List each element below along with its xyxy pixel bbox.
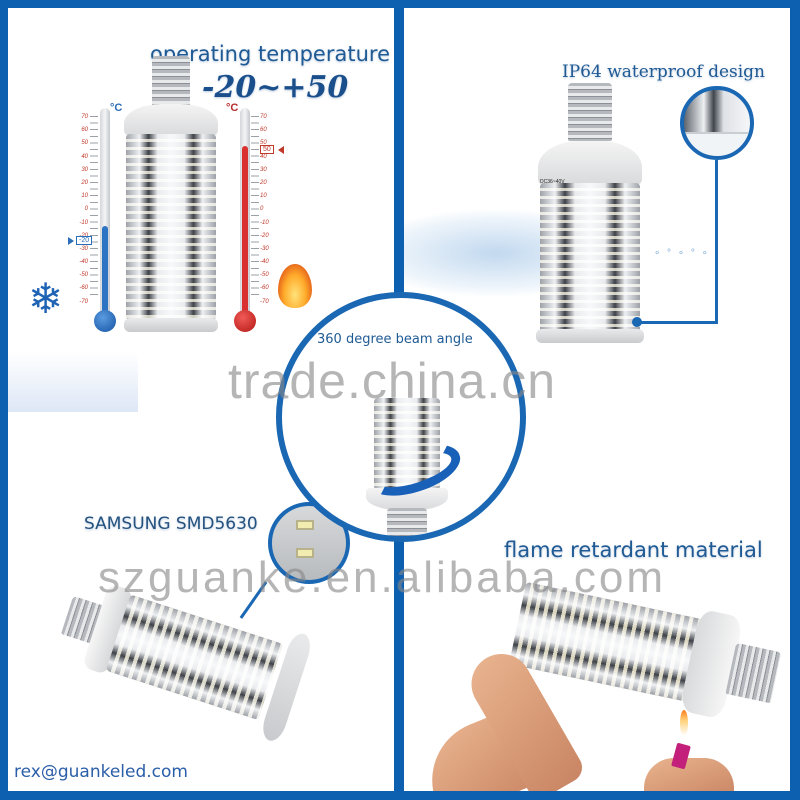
contact-email[interactable]: rex@guankeled.com bbox=[14, 762, 188, 782]
watermark-trade-china: trade.china.cn bbox=[228, 353, 557, 409]
corn-lamp-image bbox=[116, 56, 226, 342]
waterproof-title: IP64 waterproof design bbox=[562, 62, 766, 82]
thermometer-hot bbox=[234, 108, 256, 332]
blur-strip bbox=[8, 352, 138, 412]
callout-line bbox=[715, 160, 718, 324]
detail-zoom-circle bbox=[680, 86, 754, 160]
pointer-arrow-icon bbox=[68, 237, 74, 245]
fire-icon bbox=[278, 264, 312, 308]
temperature-range: -20~+50 bbox=[202, 70, 349, 105]
smd-title: SAMSUNG SMD5630 bbox=[84, 514, 258, 534]
lighter-flame bbox=[680, 710, 688, 736]
hot-marker: 50 bbox=[260, 145, 274, 154]
pointer-arrow-icon bbox=[278, 146, 284, 154]
callout-line bbox=[636, 321, 718, 324]
cold-marker: -20 bbox=[76, 236, 93, 245]
hand-image bbox=[644, 758, 734, 791]
panel-waterproof: IP64 waterproof design DC36~40V ∘ ° ∘ ° … bbox=[404, 8, 790, 348]
water-drops: ∘ ° ∘ ° ∘ ° bbox=[654, 248, 721, 259]
celsius-label-cold: °C bbox=[110, 102, 123, 114]
thermometer-ticks-cold bbox=[90, 116, 98, 300]
flame-title: flame retardant material bbox=[504, 538, 763, 562]
beam-angle-title: 360 degree beam angle bbox=[317, 332, 473, 347]
celsius-label-hot: °C bbox=[226, 102, 239, 114]
snowflake-icon: ❄ bbox=[28, 275, 64, 322]
corn-lamp-image bbox=[362, 398, 452, 536]
corn-lamp-image: DC36~40V bbox=[530, 83, 650, 348]
watermark-alibaba: szguanke.en.alibaba.com bbox=[98, 553, 666, 602]
callout-dot bbox=[632, 317, 642, 327]
thermometer-ticks-hot bbox=[251, 116, 259, 300]
thermometer-cold bbox=[94, 108, 116, 332]
lamp-cap-label: DC36~40V bbox=[540, 179, 565, 185]
beam-angle-circle: 360 degree beam angle bbox=[276, 292, 526, 542]
